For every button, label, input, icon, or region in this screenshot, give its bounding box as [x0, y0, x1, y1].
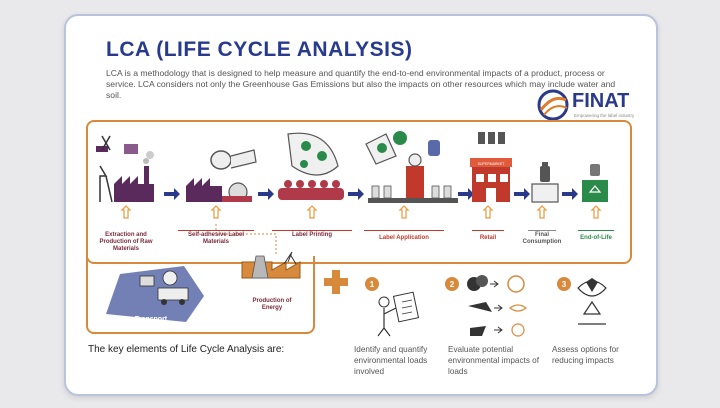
raw-materials-factory-icon	[96, 135, 154, 203]
finat-globe-icon	[537, 89, 569, 121]
stage-underline-2	[178, 230, 254, 231]
end-of-life-bin-icon	[582, 164, 608, 202]
stage-label-final-consumption: Final Consumption	[522, 232, 562, 245]
page-title: LCA (LIFE CYCLE ANALYSIS)	[106, 38, 413, 61]
stage-underline-5	[472, 230, 504, 231]
intro-text: LCA is a methodology that is designed to…	[106, 68, 616, 100]
final-consumption-icon	[531, 162, 559, 203]
energy-marker-3-icon	[306, 205, 318, 219]
energy-marker-6-icon	[536, 205, 548, 219]
transport-icon	[106, 266, 204, 322]
stage-label-retail: Retail	[479, 235, 497, 241]
infographic-card: LCA (LIFE CYCLE ANALYSIS) LCA is a metho…	[64, 14, 658, 396]
retail-sign-text: SUPERMARKET	[478, 162, 506, 166]
stage-label-raw-materials: Extraction and Production of Raw Materia…	[99, 232, 153, 252]
energy-plant-icon	[241, 251, 301, 279]
flow-arrow-1-icon	[164, 188, 180, 200]
step-2-text: Evaluate potential environmental impacts…	[448, 345, 540, 376]
stage-label-label-printing: Label Printing	[291, 232, 332, 238]
step-1-badge-icon	[365, 277, 379, 291]
flow-arrow-3-icon	[348, 188, 364, 200]
energy-label: Production of Energy	[252, 298, 292, 311]
stage-label-label-materials: Self-adhesive Label Materials	[187, 232, 245, 245]
logo-name: FINAT	[572, 90, 630, 112]
transport-label: Transport	[134, 316, 168, 323]
stage-underline-6	[528, 230, 556, 231]
retail-supermarket-icon	[470, 132, 512, 202]
step-3-number: 3	[562, 280, 567, 289]
energy-marker-2-icon	[210, 205, 222, 219]
stage-label-label-application: Label Application	[379, 235, 429, 241]
step-1-number: 1	[370, 280, 375, 289]
logo-tagline: Empowering the label industry	[574, 113, 635, 118]
recycle-hands-icon	[577, 278, 607, 325]
checklist-person-icon	[377, 291, 420, 337]
flow-arrow-2-icon	[258, 188, 274, 200]
energy-marker-7-icon	[590, 205, 602, 219]
energy-marker-5-icon	[482, 205, 494, 219]
label-materials-icon	[186, 149, 257, 202]
transport-energy-box	[86, 256, 315, 334]
step-2-badge-icon	[445, 277, 459, 291]
stage-illustrations: SUPERMARKET	[96, 131, 608, 337]
stage-underline-4	[364, 230, 444, 231]
flow-arrow-4-icon	[458, 188, 474, 200]
label-printing-icon	[278, 132, 344, 200]
stage-label-end-of-life: End-of-Life	[580, 235, 612, 241]
step-3-text: Assess options for reducing impacts	[552, 345, 619, 365]
energy-connector-line	[215, 224, 277, 254]
step-3-badge-icon	[557, 277, 571, 291]
impacts-icon	[467, 275, 528, 337]
stage-underline-7	[578, 230, 614, 231]
energy-marker-4-icon	[398, 205, 410, 219]
key-elements-heading: The key elements of Life Cycle Analysis …	[88, 344, 285, 355]
flow-arrow-6-icon	[562, 188, 578, 200]
lifecycle-flow-box	[86, 120, 632, 264]
stage-underline-3	[272, 230, 352, 231]
step-1-text: Identify and quantify environmental load…	[354, 345, 428, 376]
label-application-icon	[365, 131, 458, 203]
step-2-number: 2	[450, 280, 455, 289]
finat-logo: FINAT Empowering the label industry	[536, 84, 646, 126]
energy-marker-1-icon	[120, 205, 132, 219]
stage-energy-markers	[120, 205, 602, 219]
flow-arrow-5-icon	[514, 188, 530, 200]
plus-icon	[324, 270, 348, 294]
